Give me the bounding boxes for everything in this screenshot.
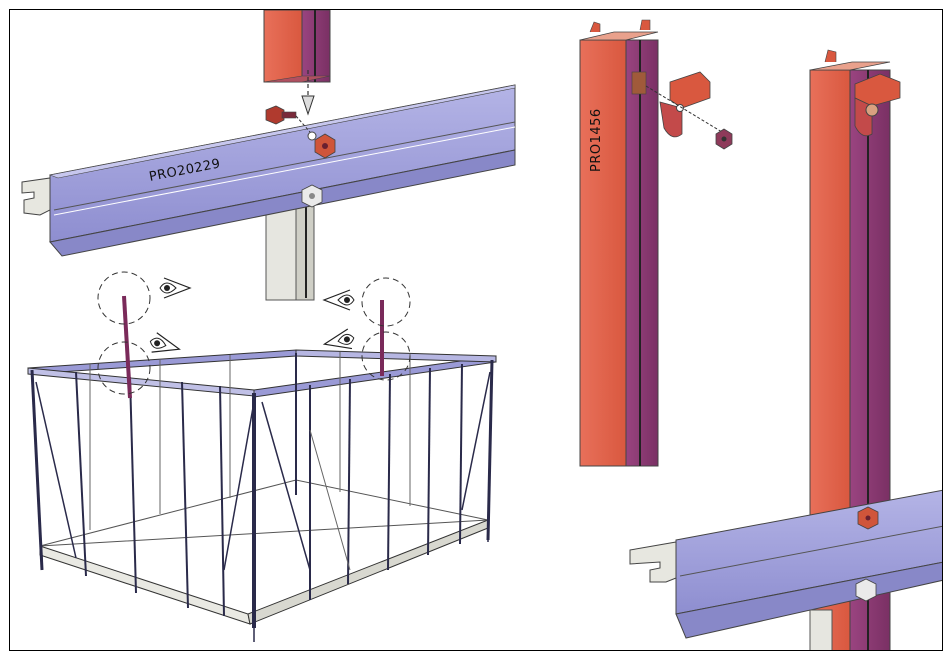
vertical-profile-insert [264,10,330,82]
greenhouse-frame [28,296,496,642]
vertical-profile-label: PRO1456 [589,108,604,172]
lower-post [266,200,314,300]
detail-circle [362,278,410,326]
lower-bolt [302,185,322,207]
lower-horizontal-profile [630,490,943,651]
assembly-diagram: PRO20229 [10,10,943,651]
eye-icon [322,328,356,354]
eye-icon [160,278,190,298]
detail-right: PRO1456 [580,20,943,651]
assembly-diagram-frame: PRO20229 [9,9,943,651]
eye-icon [148,332,182,359]
eye-icon [324,290,354,310]
detail-top-left: PRO20229 [22,10,515,300]
